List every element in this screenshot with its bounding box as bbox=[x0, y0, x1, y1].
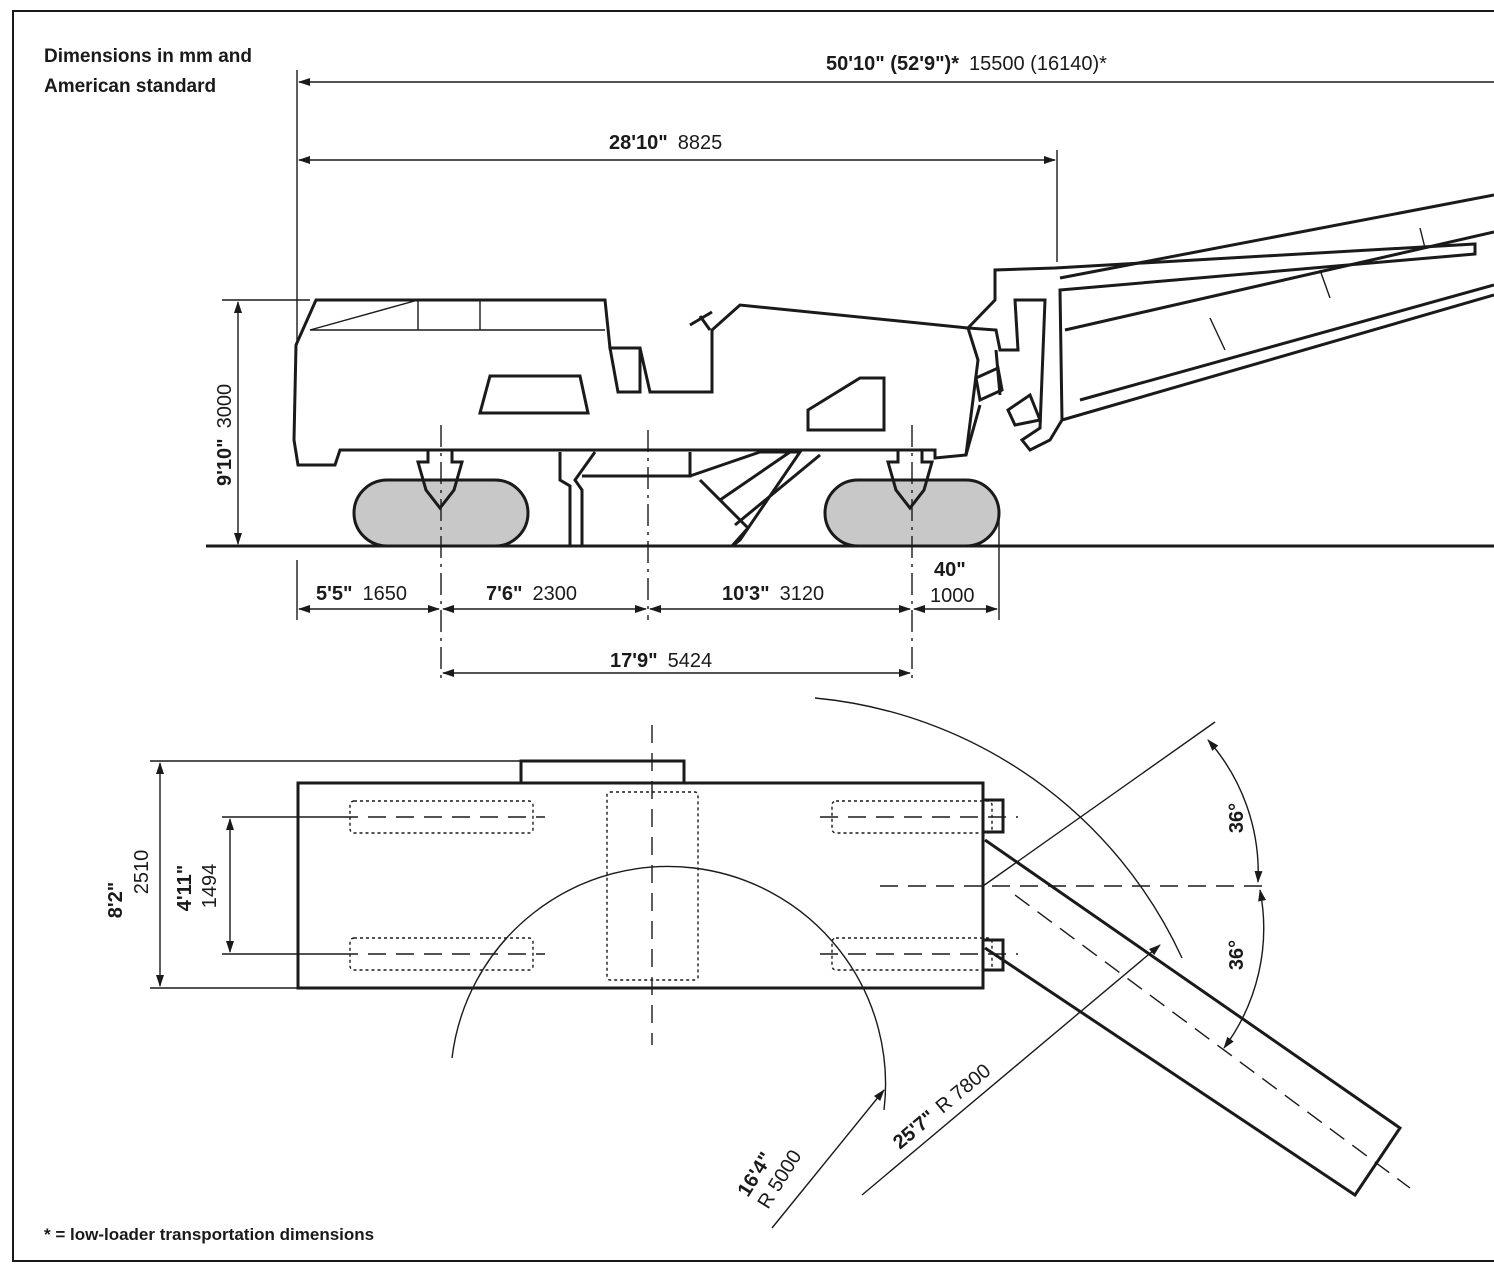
radius-outer-label: 25'7"R 7800 bbox=[889, 1060, 995, 1154]
outer-turn-arc bbox=[814, 697, 1183, 959]
height-label: 9'10"3000 bbox=[214, 384, 236, 486]
frame-border bbox=[12, 10, 1494, 1262]
angle-up-label: 36° bbox=[1226, 803, 1248, 833]
footnote: * = low-loader transportation dimensions bbox=[44, 1225, 374, 1244]
width-metric-label: 2510 bbox=[131, 850, 153, 895]
top-conveyor bbox=[984, 838, 1403, 1198]
top-cab bbox=[519, 759, 686, 785]
overall-length-label: 50'10" (52'9")*15500 (16140)* bbox=[826, 53, 1107, 75]
top-view: 8'2" 2510 4'11" 1494 36° 36° 25'7"R 7800… bbox=[105, 697, 1411, 1229]
angle-arc-up bbox=[1207, 739, 1263, 883]
leg-rear bbox=[886, 450, 934, 511]
cab-step bbox=[608, 346, 642, 394]
seg2-label: 7'6"2300 bbox=[486, 583, 577, 605]
rear-panel bbox=[806, 376, 886, 432]
radius-inner-leader bbox=[771, 1089, 885, 1229]
width-imperial-label: 8'2" bbox=[105, 882, 127, 918]
seg3-label: 10'3"3120 bbox=[722, 583, 824, 605]
angle-arc-down bbox=[1223, 889, 1267, 1049]
conveyor bbox=[964, 193, 1494, 456]
leg-front bbox=[416, 450, 464, 511]
side-view: 50'10" (52'9")*15500 (16140)* 28'10"8825… bbox=[206, 53, 1494, 680]
radius-outer-leader bbox=[861, 944, 1161, 1196]
machine-body bbox=[292, 298, 980, 467]
gauge-metric-label: 1494 bbox=[199, 864, 221, 909]
header-line-2: American standard bbox=[44, 76, 216, 97]
side-window bbox=[478, 374, 590, 415]
inner-turn-arc bbox=[451, 865, 887, 1111]
body-length-label: 28'10"8825 bbox=[609, 132, 722, 154]
gauge-imperial-label: 4'11" bbox=[174, 865, 196, 912]
wheelbase-label: 17'9"5424 bbox=[610, 650, 712, 672]
header-line-1: Dimensions in mm and bbox=[44, 46, 252, 67]
seg1-label: 5'5"1650 bbox=[316, 583, 407, 605]
seg4-imperial-label: 40" bbox=[934, 559, 966, 581]
angle-down-label: 36° bbox=[1226, 940, 1248, 970]
seg4-metric-label: 1000 bbox=[930, 585, 975, 607]
